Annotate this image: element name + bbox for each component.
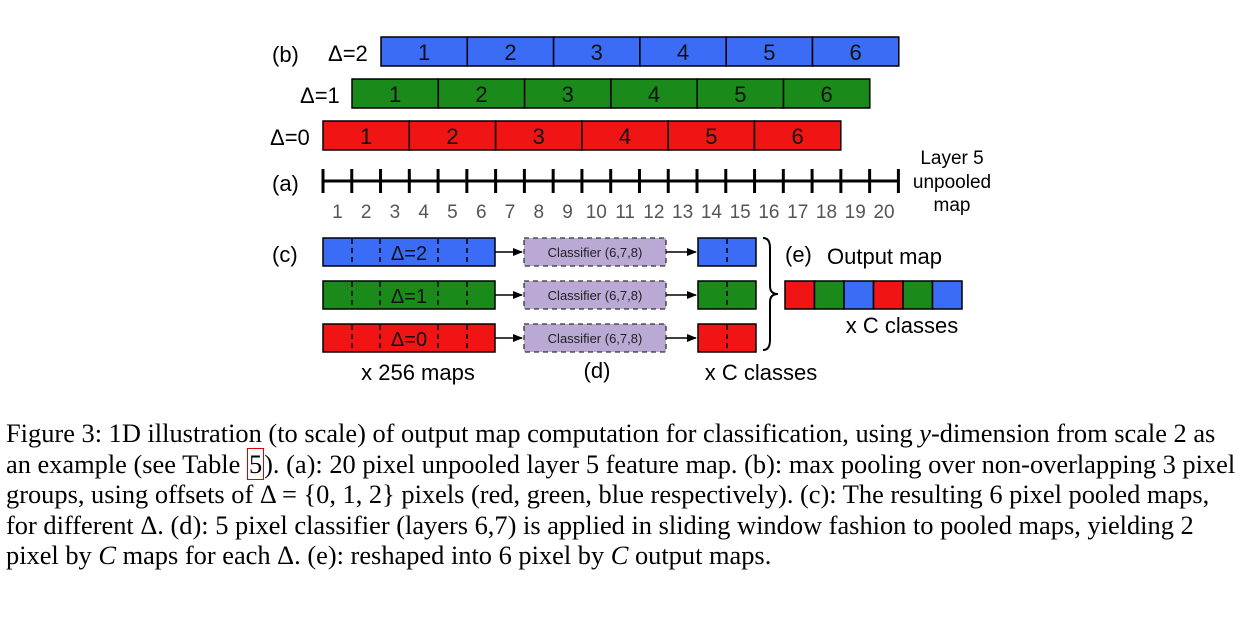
- pool-cell-0-1: [466, 36, 555, 67]
- pool-cell-label-2-2: 3: [533, 124, 545, 149]
- pool-cell-2-1: [408, 120, 497, 151]
- label-e: (e): [785, 242, 812, 267]
- output-map-cell-4: [902, 280, 934, 310]
- caption-y-var: y: [919, 418, 931, 448]
- pool-cell-label-1-1: 2: [475, 82, 487, 107]
- pool-cell-2-0: [322, 120, 411, 151]
- pool-cell-2-4: [667, 120, 756, 151]
- caption-c-var-2: C: [610, 540, 629, 570]
- row-label-2: Δ=0: [270, 125, 310, 150]
- caption-p4: maps for each Δ. (e): reshaped into 6 pi…: [115, 540, 611, 570]
- output-map-cell-2: [843, 280, 875, 310]
- classifier-label-0: Classifier (6,7,8): [548, 245, 643, 260]
- pool-cell-2-3: [581, 120, 669, 151]
- caption-p3: ). (a): 20 pixel unpooled layer 5 featur…: [6, 448, 1236, 571]
- caption-p2: -dimension from scale 2 as an example (s…: [6, 418, 1216, 479]
- label-c-classes-right: x C classes: [846, 313, 958, 338]
- pool-cell-label-1-2: 3: [562, 82, 574, 107]
- label-c: (c): [272, 242, 298, 267]
- label-a: (a): [272, 171, 299, 196]
- ruler-tick-label: 16: [758, 202, 779, 223]
- output-map-title: Output map: [827, 244, 942, 269]
- pool-cell-1-5: [782, 78, 871, 109]
- pooled-map-label-1: Δ=1: [391, 286, 427, 308]
- ruler-tick-label: 2: [361, 202, 372, 223]
- pool-cell-0-2: [552, 36, 641, 67]
- ruler-tick-label: 11: [615, 202, 635, 223]
- ruler-tick-label: 15: [730, 202, 751, 223]
- label-d: (d): [584, 358, 611, 383]
- layer5-label-line3: map: [934, 195, 971, 216]
- pool-cell-1-0: [351, 78, 440, 109]
- caption-p5: output maps.: [628, 540, 772, 570]
- pool-cell-label-1-5: 6: [821, 82, 833, 107]
- pool-cell-label-2-0: 1: [360, 124, 372, 149]
- pool-cell-label-0-0: 1: [418, 40, 430, 65]
- output-map-cell-5: [931, 280, 963, 310]
- ruler-tick-label: 5: [447, 202, 458, 223]
- pool-cell-label-0-1: 2: [504, 40, 516, 65]
- pool-cell-label-2-1: 2: [446, 124, 458, 149]
- pool-cell-0-0: [380, 36, 469, 67]
- ruler-tick-label: 18: [816, 202, 837, 223]
- ruler-tick-label: 14: [701, 202, 723, 223]
- pool-cell-label-2-3: 4: [619, 124, 631, 149]
- pool-cell-label-1-0: 1: [389, 82, 401, 107]
- pool-cell-1-2: [523, 78, 612, 109]
- pool-cell-label-0-5: 6: [850, 40, 862, 65]
- ruler-tick-label: 19: [845, 202, 866, 223]
- table-ref-link[interactable]: 5: [246, 447, 265, 480]
- ruler-tick-label: 13: [672, 202, 693, 223]
- layer5-label-line1: Layer 5: [920, 148, 983, 169]
- label-b: (b): [272, 42, 299, 67]
- ruler-tick-label: 6: [476, 202, 487, 223]
- ruler-tick-label: 17: [787, 202, 808, 223]
- caption-p1: Figure 3: 1D illustration (to scale) of …: [6, 418, 920, 448]
- pool-cell-label-0-3: 4: [677, 40, 689, 65]
- pool-cell-label-0-4: 5: [763, 40, 775, 65]
- pool-cell-1-3: [610, 78, 698, 109]
- ruler-tick-label: 3: [390, 202, 401, 223]
- pool-cell-label-2-4: 5: [705, 124, 717, 149]
- ruler-tick-label: 4: [418, 202, 429, 223]
- ruler-tick-label: 1: [332, 202, 343, 223]
- classifier-label-1: Classifier (6,7,8): [548, 288, 643, 303]
- pooled-map-label-2: Δ=0: [391, 329, 427, 351]
- classifier-box-0: [523, 237, 667, 267]
- ruler-tick-label: 7: [505, 202, 516, 223]
- output-map-cell-0: [784, 280, 816, 310]
- ruler-tick-label: 10: [586, 202, 607, 223]
- pool-cell-2-5: [753, 120, 842, 151]
- pool-cell-label-0-2: 3: [591, 40, 603, 65]
- caption-c-var-1: C: [98, 540, 116, 570]
- label-256-maps: x 256 maps: [361, 360, 475, 385]
- ruler-tick-label: 9: [562, 202, 573, 223]
- pool-cell-0-4: [725, 36, 814, 67]
- row-label-1: Δ=1: [300, 83, 340, 108]
- pool-cell-0-5: [811, 36, 900, 67]
- ruler-tick-label: 8: [533, 202, 544, 223]
- output-map: [784, 280, 963, 310]
- ruler-tick-label: 20: [873, 202, 894, 223]
- grouping-brace: [762, 237, 779, 351]
- ruler-tick-label: 12: [643, 202, 664, 223]
- row-label-0: Δ=2: [328, 41, 368, 66]
- layer5-label-line2: unpooled: [913, 172, 991, 193]
- pool-cell-1-1: [437, 78, 526, 109]
- classifier-label-2: Classifier (6,7,8): [548, 331, 643, 346]
- pool-cell-label-1-4: 5: [734, 82, 746, 107]
- figure-caption: Figure 3: 1D illustration (to scale) of …: [6, 418, 1244, 571]
- pool-cell-label-1-3: 4: [648, 82, 660, 107]
- pool-cell-label-2-5: 6: [792, 124, 804, 149]
- output-map-cell-3: [872, 280, 904, 310]
- pooled-map-label-0: Δ=2: [391, 243, 427, 265]
- output-map-cell-1: [813, 280, 845, 310]
- classifier-box-1: [523, 280, 667, 310]
- label-c-classes-bottom: x C classes: [705, 360, 817, 385]
